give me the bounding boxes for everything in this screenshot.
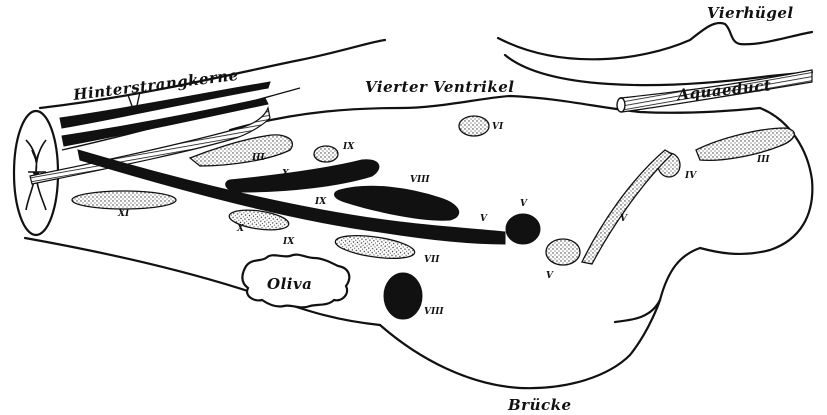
nucleus-ix-small-stippled: [314, 146, 338, 162]
aquaeduct-opening: [617, 98, 625, 112]
nerve-label-ix-small: IX: [342, 142, 355, 152]
label-oliva: Oliva: [267, 275, 312, 293]
nerve-label-ix: IX: [314, 197, 327, 207]
label-aquaeduct: Aquaeduct: [675, 76, 773, 104]
nucleus-v-black: [506, 214, 540, 244]
vierhugel-outline: [498, 23, 812, 59]
nerve-label-iii: III: [251, 153, 265, 163]
nerve-label-vi: VI: [492, 122, 504, 132]
nucleus-iii-right-stippled: [696, 128, 794, 160]
nerve-label-v-3: V: [546, 271, 554, 281]
nerve-label-vii: VII: [424, 255, 440, 265]
nerve-label-iv: IV: [684, 171, 697, 181]
nucleus-vi-stippled: [459, 116, 489, 136]
tract-v-stippled: [582, 150, 672, 264]
nerve-label-v-4: V: [620, 214, 628, 224]
nerve-label-viii: VIII: [410, 175, 430, 185]
label-vierter-ventrikel: Vierter Ventrikel: [365, 78, 515, 96]
nerve-label-ix-lower: IX: [282, 237, 295, 247]
nucleus-xi-stippled: [72, 191, 176, 209]
nucleus-viii-lower-black: [384, 273, 422, 319]
nerve-label-x: X: [236, 224, 245, 234]
nerve-label-x-upper: X: [281, 169, 290, 179]
label-brucke: Brücke: [507, 396, 572, 414]
nerve-label-v-1: V: [480, 214, 488, 224]
nerve-label-iii-right: III: [756, 155, 770, 165]
nucleus-vii-stippled: [334, 232, 416, 263]
label-vierhugel: Vierhügel: [707, 4, 794, 22]
nerve-label-v-2: V: [520, 199, 528, 209]
nerve-label-viii-lower: VIII: [424, 307, 444, 317]
brucke-outline: [380, 300, 660, 388]
nucleus-v-stippled: [546, 239, 580, 265]
nerve-label-xi: XI: [117, 209, 130, 219]
